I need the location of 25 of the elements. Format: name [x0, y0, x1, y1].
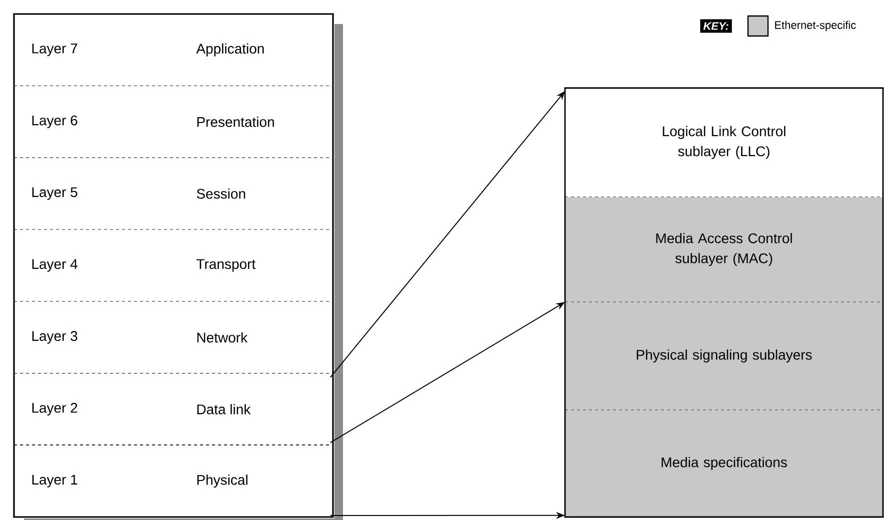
layer-row: Layer 5 Session [13, 156, 334, 230]
node-label: Transport [196, 259, 256, 272]
layer-row: Layer 7 Application [13, 13, 334, 87]
node-label: Session [196, 188, 246, 199]
layer-row: Logical Link Control sublayer (LLC) [564, 87, 884, 198]
layer-row: Layer 4 Transport [13, 228, 334, 302]
layer-row: Layer 1 Physical [13, 444, 334, 518]
node-label: Physical [197, 474, 248, 488]
layer-row: Media specifications [564, 409, 884, 518]
layer-row: Layer 6 Presentation [13, 85, 334, 158]
node-label: Network [197, 332, 248, 343]
layer-row: Layer 2 Data link [13, 372, 334, 446]
node-label: Layer 1 [32, 474, 78, 488]
layer-row: Physical signaling sublayers [564, 301, 884, 411]
node-label: Layer 2 [32, 402, 78, 416]
node-label: Layer 4 [32, 259, 78, 272]
node-label: Data link [197, 404, 251, 414]
layer-row: Media Access Control sublayer (MAC) [564, 196, 884, 303]
node-label: Media specifications [662, 456, 787, 470]
node-label: Layer 5 [32, 187, 78, 200]
layer-row: Layer 3 Network [13, 300, 334, 374]
node-label: Layer 3 [32, 331, 78, 344]
legend-label: Ethernet-specific [775, 20, 856, 32]
key-badge: KEY: [700, 19, 732, 33]
node-label: Physical signaling sublayers [636, 349, 812, 363]
